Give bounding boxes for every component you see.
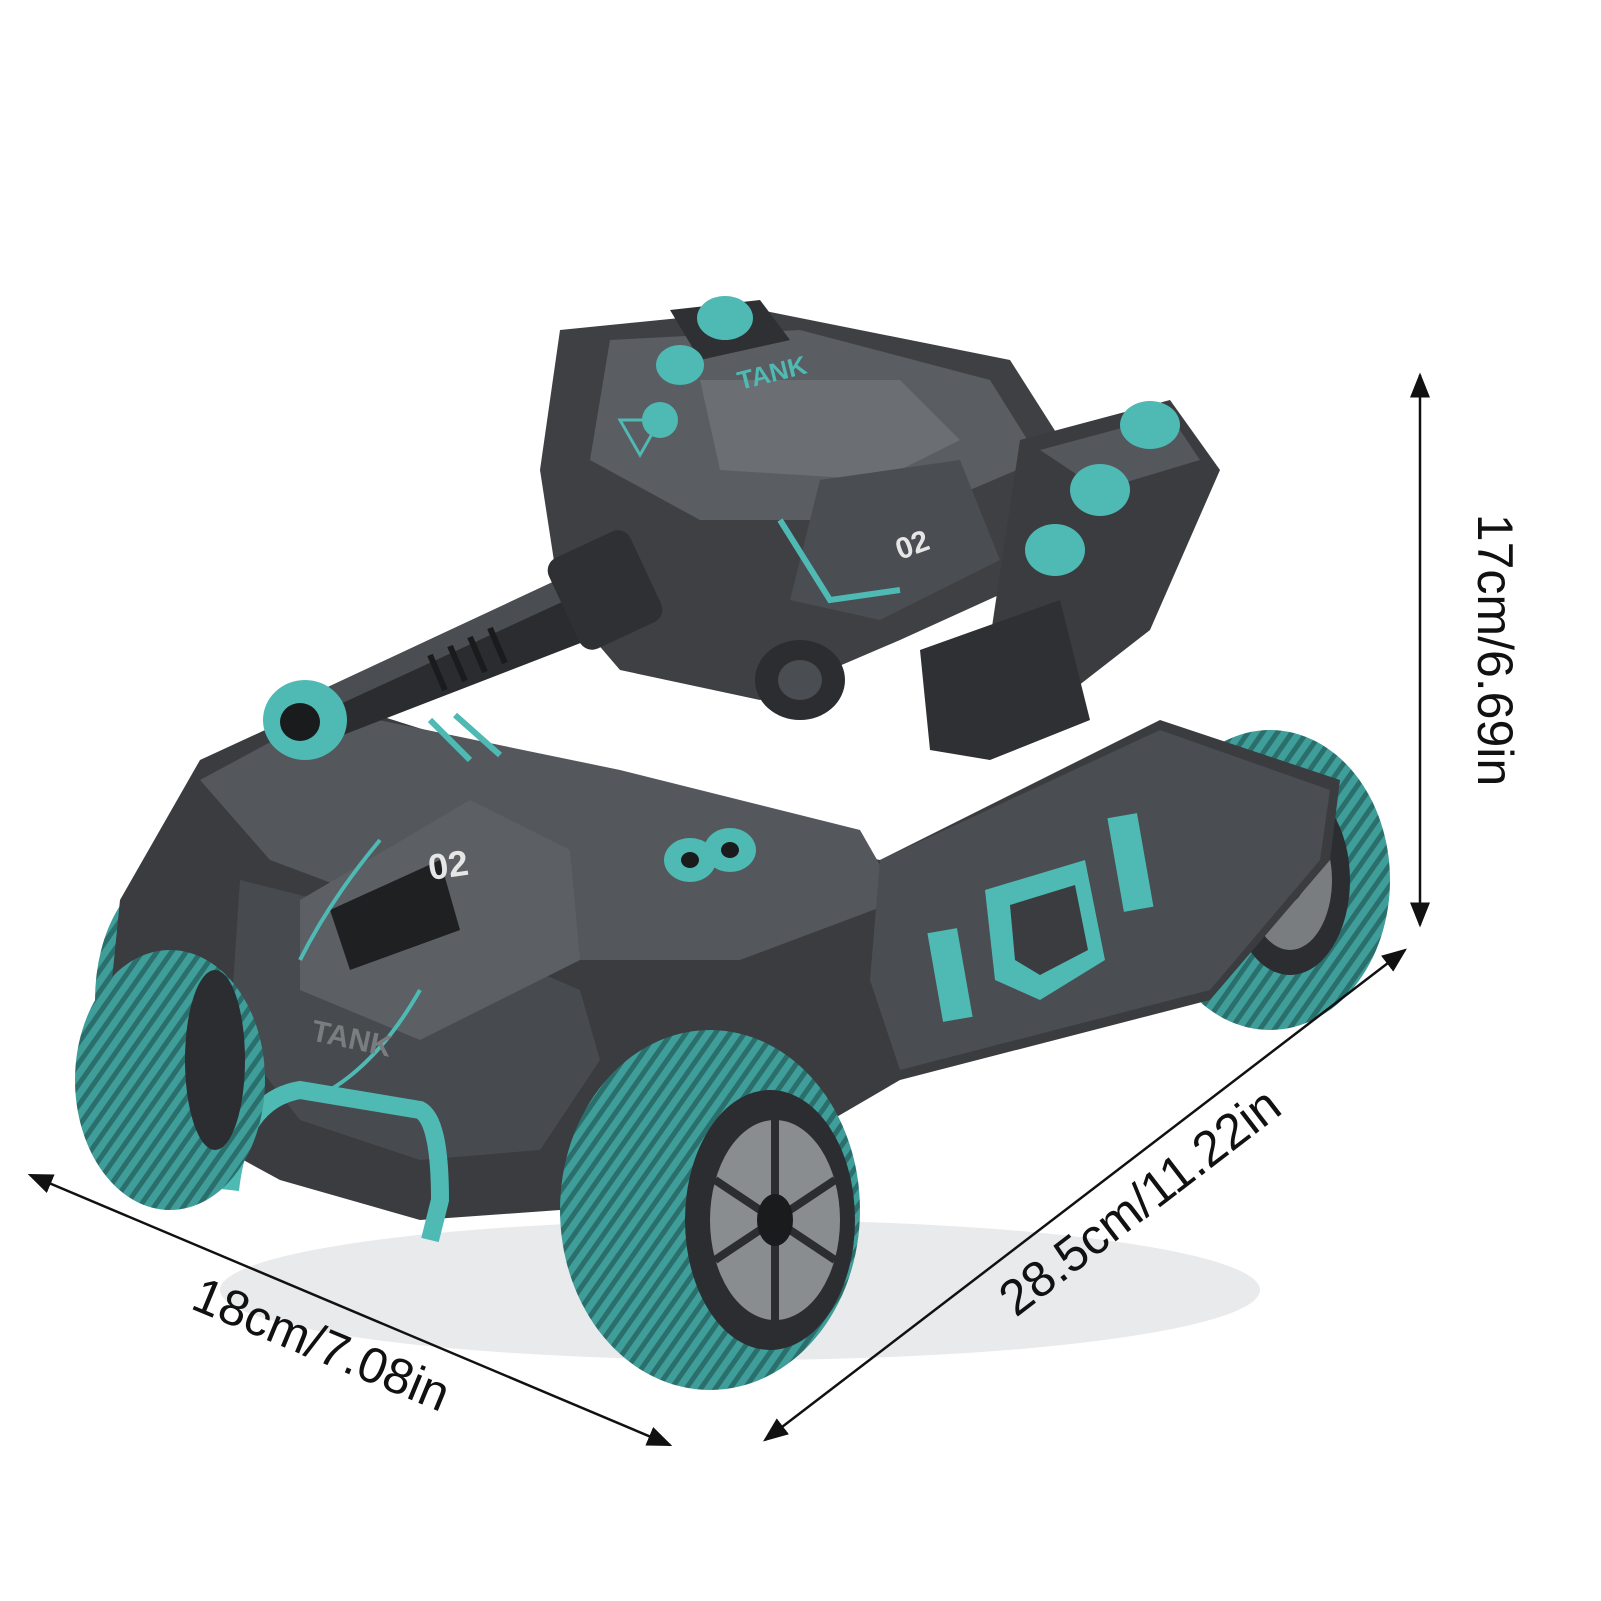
cannon-barrel — [263, 530, 663, 760]
side-rocket-launcher — [920, 400, 1220, 760]
dimension-height: 17cm/6.69in — [1410, 372, 1523, 928]
width-arrow — [27, 1173, 673, 1447]
turret-rocket-pod-left — [642, 296, 790, 438]
front-right-wheel — [560, 1030, 860, 1390]
height-label: 17cm/6.69in — [1467, 514, 1523, 786]
front-left-wheel — [75, 950, 265, 1210]
hull-water-nozzle — [664, 828, 756, 882]
tank-turret — [540, 310, 1080, 720]
length-arrow — [763, 948, 1407, 1442]
hull-number-text: 02 — [425, 842, 470, 888]
rc-tank-toy: TANK 02 02 TANK — [75, 296, 1390, 1390]
